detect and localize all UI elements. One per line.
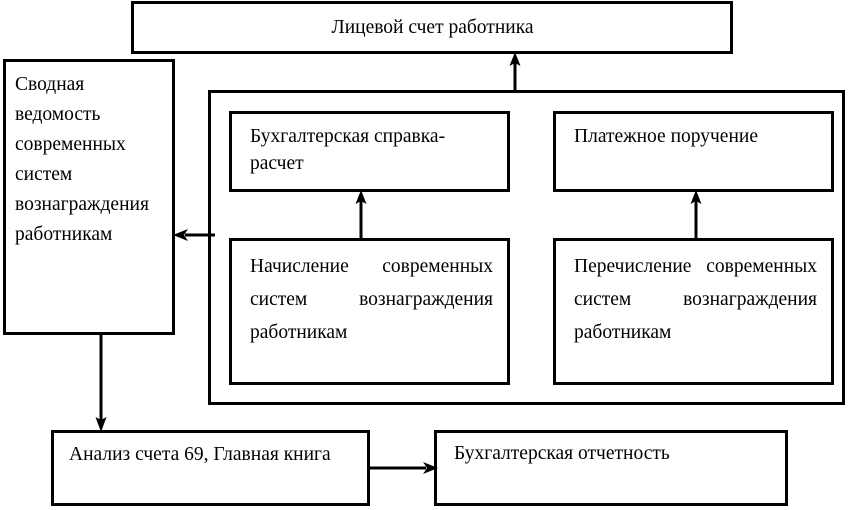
arrow-group-to-personal-account xyxy=(505,52,525,92)
box-accounting-statement[interactable]: Бухгалтерская справка-расчет xyxy=(229,111,510,192)
box-payment-order-label: Платежное поручение xyxy=(574,126,758,147)
arrow-summary-to-account-analysis xyxy=(91,333,111,432)
group-container xyxy=(208,90,845,405)
box-personal-account-label: Лицевой счет работника xyxy=(331,17,534,38)
box-financial-statements[interactable]: Бухгалтерская отчетность xyxy=(434,430,788,506)
box-account-analysis-label: Анализ счета 69, Главная книга xyxy=(69,444,331,465)
box-accrual[interactable]: Начисление современных систем вознагражд… xyxy=(229,238,510,385)
box-personal-account[interactable]: Лицевой счет работника xyxy=(131,1,733,54)
box-account-analysis[interactable]: Анализ счета 69, Главная книга xyxy=(51,430,370,506)
box-summary-statement-label: Сводная ведомость современных систем воз… xyxy=(15,74,149,245)
box-summary-statement[interactable]: Сводная ведомость современных систем воз… xyxy=(3,59,175,335)
arrow-account-analysis-to-financial-statements xyxy=(368,458,438,478)
arrow-transfer-to-payment-order xyxy=(686,190,706,240)
box-accrual-label: Начисление современных систем вознагражд… xyxy=(250,256,493,343)
box-transfer-label: Перечисление современных систем вознагра… xyxy=(574,256,817,343)
box-accounting-statement-label: Бухгалтерская справка-расчет xyxy=(250,126,446,174)
arrow-group-to-summary-statement xyxy=(173,225,215,245)
box-financial-statements-label: Бухгалтерская отчетность xyxy=(454,443,670,464)
arrow-accrual-to-accounting-statement xyxy=(351,190,371,240)
box-transfer[interactable]: Перечисление современных систем вознагра… xyxy=(553,238,834,385)
box-payment-order[interactable]: Платежное поручение xyxy=(553,111,834,192)
